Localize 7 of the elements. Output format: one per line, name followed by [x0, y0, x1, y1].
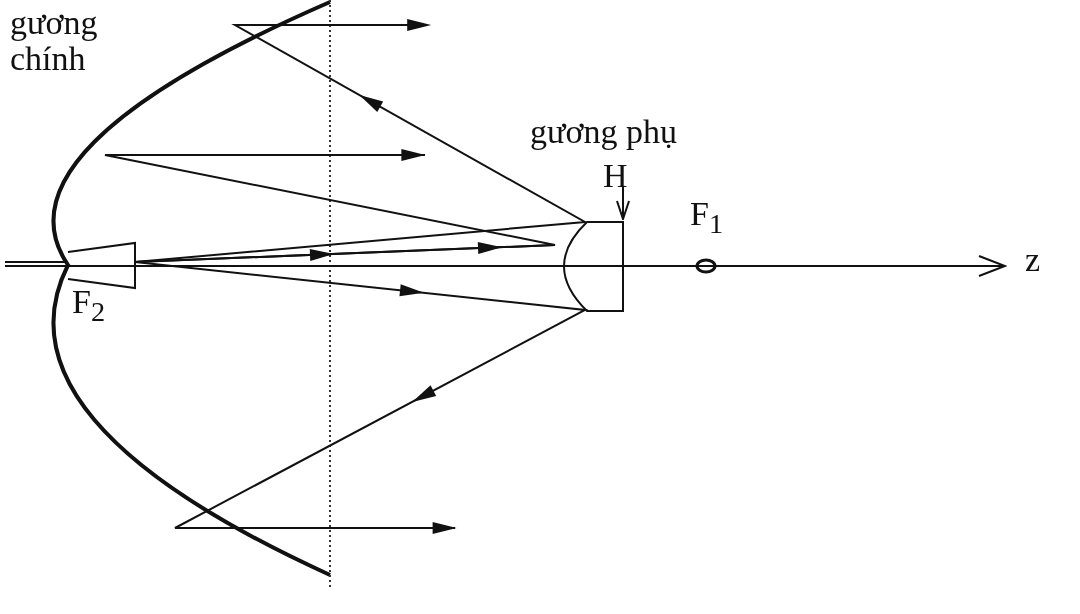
part-label: gương phụ: [530, 114, 678, 150]
focus-label: F$_{1}$: [690, 196, 724, 241]
point-label: H: [603, 158, 633, 194]
leader-arrow: [616, 185, 630, 220]
part-label: gương chính: [10, 5, 99, 77]
focus-label: F$_{2}$: [72, 284, 106, 329]
axis-label: z: [1025, 242, 1041, 278]
